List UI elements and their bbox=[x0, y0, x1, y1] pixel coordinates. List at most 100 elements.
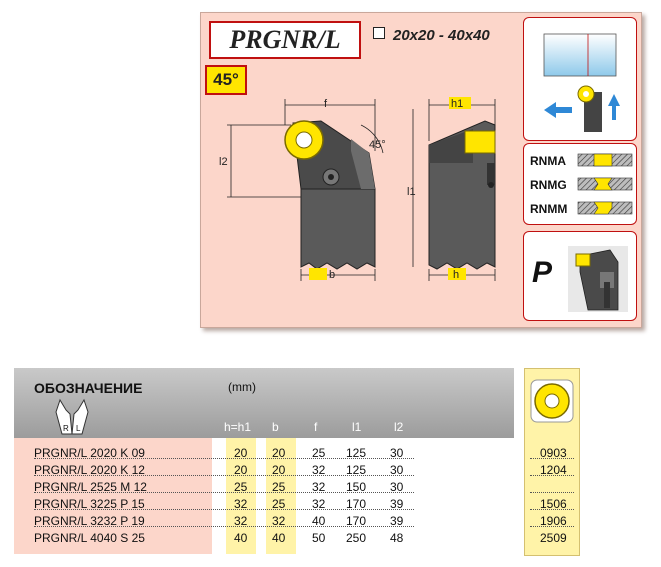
cell-h: 25 bbox=[234, 480, 248, 494]
cell-code: PRGNR/L 2020 K 09 bbox=[34, 446, 145, 460]
cell-b: 25 bbox=[272, 480, 286, 494]
h-column-highlight bbox=[226, 438, 256, 554]
cell-l2: 30 bbox=[390, 446, 404, 460]
col-header-f: f bbox=[314, 420, 318, 434]
col-header-b: b bbox=[272, 420, 279, 434]
cell-l1: 170 bbox=[346, 497, 367, 511]
cell-l2: 30 bbox=[390, 463, 404, 477]
round-insert-icon bbox=[530, 379, 574, 423]
holder-photo-icon bbox=[568, 246, 628, 312]
square-icon bbox=[373, 27, 385, 39]
dim-h-label: h bbox=[453, 269, 459, 281]
cell-l1: 170 bbox=[346, 514, 367, 528]
insert-type-rnma: RNMA bbox=[530, 154, 566, 168]
insert-column bbox=[524, 368, 580, 556]
row-divider bbox=[530, 475, 574, 476]
hand-orientation-icon: R L bbox=[55, 398, 89, 435]
angle-badge: 45° bbox=[205, 65, 247, 95]
cell-l1: 125 bbox=[346, 463, 367, 477]
row-divider bbox=[34, 526, 414, 527]
col-header-h: h=h1 bbox=[224, 420, 252, 434]
row-divider bbox=[530, 492, 574, 493]
cell-b: 25 bbox=[272, 497, 286, 511]
cell-code: PRGNR/L 3225 P 15 bbox=[34, 497, 145, 511]
cell-l1: 125 bbox=[346, 446, 367, 460]
dim-b-highlight bbox=[309, 268, 327, 280]
size-range: 20x20 - 40x40 bbox=[373, 27, 490, 44]
cell-l2: 48 bbox=[390, 531, 404, 545]
insert-profile-rnmm-icon bbox=[577, 201, 633, 215]
product-title: PRGNR/L bbox=[229, 25, 341, 54]
arrow-up-icon bbox=[608, 94, 620, 120]
dim-h-highlight bbox=[448, 268, 466, 280]
cell-b: 20 bbox=[272, 463, 286, 477]
dim-h1-highlight bbox=[449, 97, 471, 109]
tool-drawing: f l2 45° b h1 l1 h bbox=[219, 97, 496, 281]
cell-f: 25 bbox=[312, 446, 326, 460]
cell-code: PRGNR/L 2525 M 12 bbox=[34, 480, 147, 494]
cell-h: 20 bbox=[234, 446, 248, 460]
product-title-box: PRGNR/L bbox=[209, 21, 361, 59]
angle-badge-text: 45° bbox=[213, 70, 239, 89]
material-letter: P bbox=[532, 256, 553, 289]
table-row[interactable]: PRGNR/L 2020 K 09 20 20 25 125 30 0903 bbox=[0, 445, 661, 461]
row-divider bbox=[530, 509, 574, 510]
cell-h: 32 bbox=[234, 497, 248, 511]
cell-l2: 39 bbox=[390, 514, 404, 528]
cell-insert: 1906 bbox=[540, 514, 567, 528]
table-row[interactable]: PRGNR/L 2020 K 12 20 20 32 125 30 1204 bbox=[0, 462, 661, 478]
cell-b: 40 bbox=[272, 531, 286, 545]
row-divider bbox=[34, 475, 414, 476]
table-row[interactable]: PRGNR/L 2525 M 12 25 25 32 150 30 bbox=[0, 479, 661, 495]
table-unit: (mm) bbox=[228, 380, 256, 394]
cell-insert: 1204 bbox=[540, 463, 567, 477]
table-row[interactable]: PRGNR/L 4040 S 25 40 40 50 250 48 2509 bbox=[0, 530, 661, 546]
size-range-text: 20x20 - 40x40 bbox=[393, 27, 490, 44]
row-divider bbox=[34, 458, 414, 459]
table-title: ОБОЗНАЧЕНИЕ bbox=[34, 380, 143, 396]
cell-code: PRGNR/L 2020 K 12 bbox=[34, 463, 145, 477]
insert-profile-rnmg-icon bbox=[577, 177, 633, 191]
row-divider bbox=[530, 526, 574, 527]
insert-profile-rnma-icon bbox=[577, 153, 633, 167]
dim-l1-label: l1 bbox=[407, 186, 416, 198]
table-header: ОБОЗНАЧЕНИЕ (mm) R L h=h1 b f l1 l2 bbox=[14, 368, 514, 438]
machining-diagram-box bbox=[523, 17, 637, 141]
col-header-l2: l2 bbox=[394, 420, 404, 434]
table-row[interactable]: PRGNR/L 3232 P 19 32 32 40 170 39 1906 bbox=[0, 513, 661, 529]
row-divider bbox=[530, 458, 574, 459]
insert-profiles bbox=[577, 153, 633, 215]
cell-insert: 2509 bbox=[540, 531, 567, 545]
cell-code: PRGNR/L 3232 P 19 bbox=[34, 514, 145, 528]
cell-b: 20 bbox=[272, 446, 286, 460]
cell-f: 40 bbox=[312, 514, 326, 528]
holder-side-view bbox=[428, 120, 496, 270]
code-column-bg bbox=[14, 438, 212, 554]
hand-l-label: L bbox=[76, 424, 81, 433]
cell-f: 32 bbox=[312, 480, 326, 494]
hand-r-label: R bbox=[63, 424, 69, 433]
insert-types-box: RNMA RNMG RNMM bbox=[523, 143, 637, 225]
insert-type-rnmm: RNMM bbox=[530, 202, 568, 216]
holder-front-view bbox=[284, 120, 376, 270]
row-divider bbox=[34, 509, 414, 510]
b-column-highlight bbox=[266, 438, 296, 554]
insert-type-rnmg: RNMG bbox=[530, 178, 567, 192]
dim-l2-label: l2 bbox=[219, 156, 228, 168]
cell-f: 50 bbox=[312, 531, 326, 545]
tool-panel: PRGNR/L 20x20 - 40x40 45° bbox=[200, 12, 642, 328]
cell-insert: 1506 bbox=[540, 497, 567, 511]
cell-l2: 30 bbox=[390, 480, 404, 494]
table-row[interactable]: PRGNR/L 3225 P 15 32 25 32 170 39 1506 bbox=[0, 496, 661, 512]
row-divider bbox=[34, 492, 414, 493]
material-box: P bbox=[523, 231, 637, 321]
cell-f: 32 bbox=[312, 497, 326, 511]
cell-l2: 39 bbox=[390, 497, 404, 511]
cell-f: 32 bbox=[312, 463, 326, 477]
dim-f-label: f bbox=[324, 98, 328, 110]
cell-insert: 0903 bbox=[540, 446, 567, 460]
cell-l1: 250 bbox=[346, 531, 367, 545]
dim-h1-label: h1 bbox=[451, 98, 463, 110]
cell-h: 40 bbox=[234, 531, 248, 545]
arrow-left-icon bbox=[544, 102, 572, 118]
